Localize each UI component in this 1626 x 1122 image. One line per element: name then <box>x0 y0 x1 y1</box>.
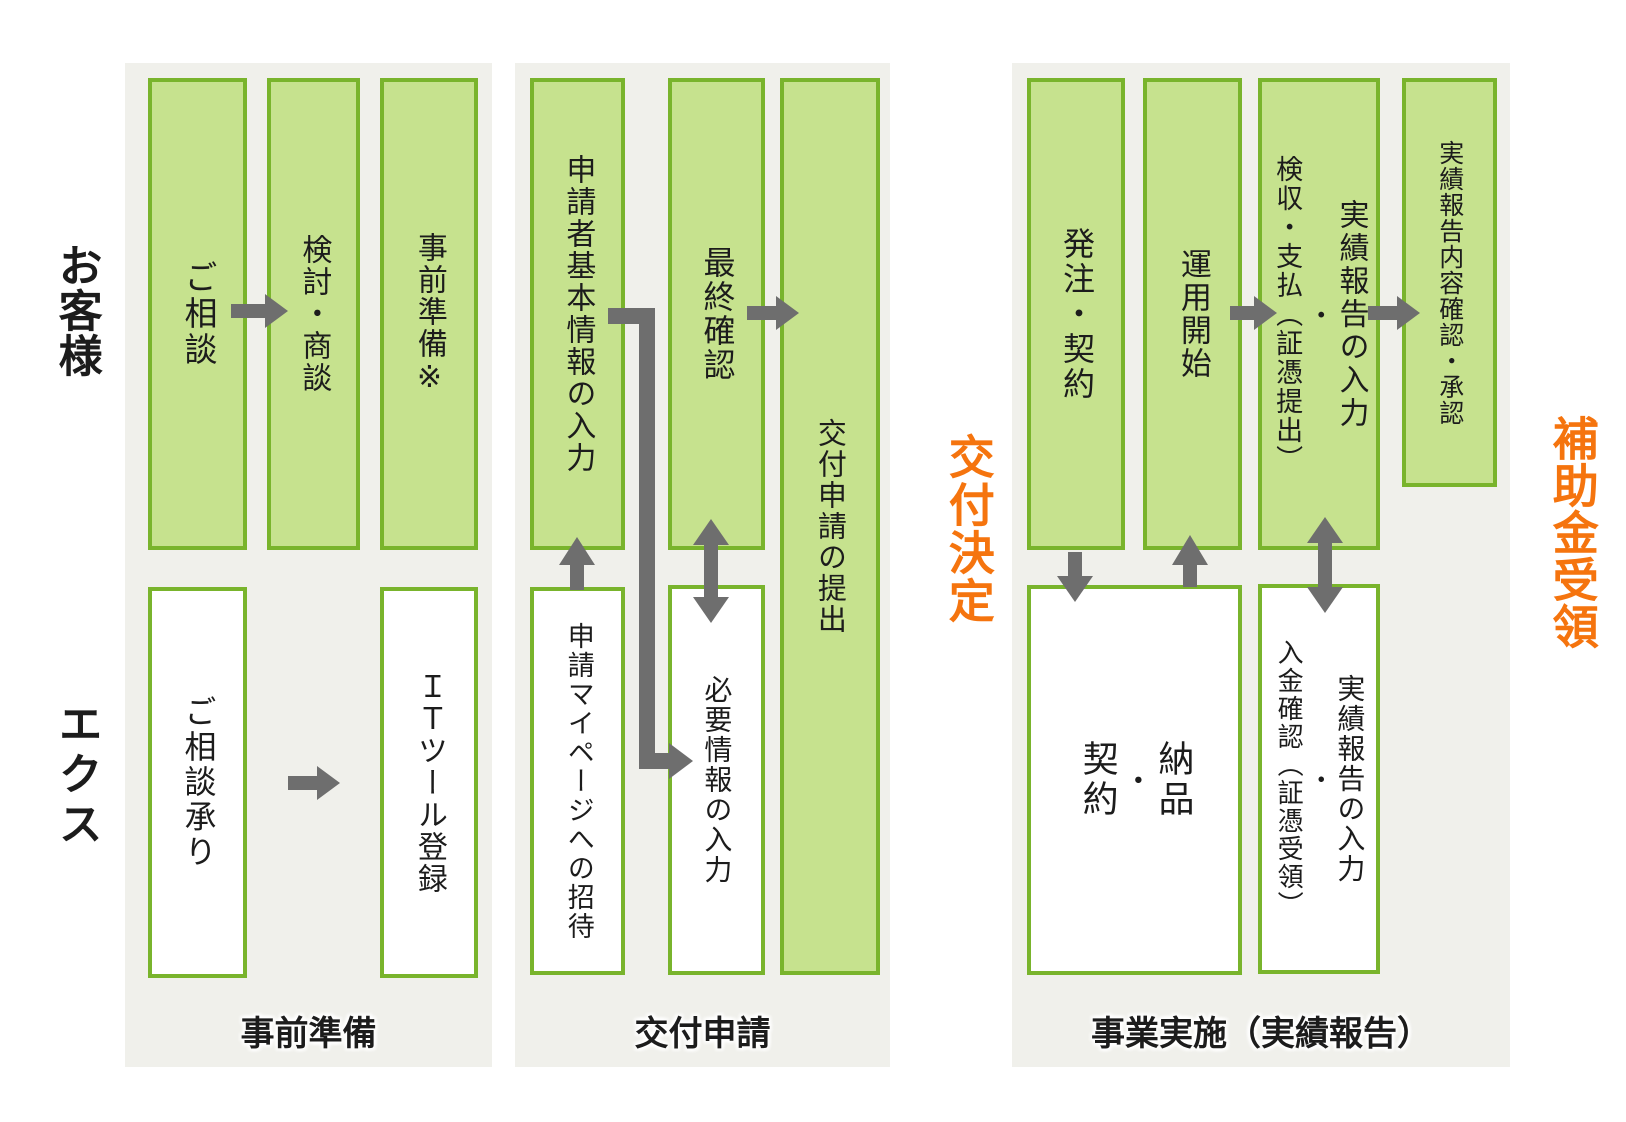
step-required-info-input: 必要情報の入力 <box>668 585 765 975</box>
milestone-subsidy-receipt: 補助金受領 <box>1545 415 1600 654</box>
step-mypage-invitation-label: 申請マイページへの招待 <box>562 621 594 941</box>
step-consultation: ご相談 <box>148 78 247 550</box>
step-mypage-invitation: 申請マイページへの招待 <box>530 587 625 975</box>
actor-customer-label: お客様 <box>50 243 102 382</box>
step-consultation-label: ご相談 <box>178 260 218 368</box>
step-submit-grant-application: 交付申請の提出 <box>780 78 880 975</box>
step-report-input-customer-label: 実績報告の入力 <box>1333 198 1369 430</box>
actor-customer-text: お客様 <box>50 243 102 378</box>
step-applicant-basic-info-label: 申請者基本情報の入力 <box>560 154 596 474</box>
step-report-confirm-approve: 実績報告内容確認・承認 <box>1402 78 1497 487</box>
step-payment-report-separator: ・ <box>1303 766 1334 792</box>
step-operation-start-label: 運用開始 <box>1174 248 1211 380</box>
step-inspection-payment-label: 検収・支払（証憑提出） <box>1271 154 1303 474</box>
step-required-info-input-label: 必要情報の入力 <box>700 675 734 885</box>
phase-label-preparation: 事前準備 <box>240 1014 377 1054</box>
milestone-grant-decision-text: 交付決定 <box>941 433 996 625</box>
step-it-tool-registration-label: ＩＴツール登録 <box>411 670 447 895</box>
step-final-confirmation-label: 最終確認 <box>698 246 737 382</box>
step-final-confirmation: 最終確認 <box>668 78 765 550</box>
milestone-subsidy-receipt-text: 補助金受領 <box>1545 415 1600 650</box>
step-payment-confirm-label: 入金確認（証憑受領） <box>1273 639 1304 919</box>
step-it-tool-registration: ＩＴツール登録 <box>380 587 478 978</box>
step-report-confirm-approve-label: 実績報告内容確認・承認 <box>1435 139 1465 426</box>
phase-label-grant-application: 交付申請 <box>634 1014 771 1054</box>
step-inspection-payment-report: 検収・支払（証憑提出） ・ 実績報告の入力 <box>1258 78 1380 550</box>
step-payment-confirm-report: 入金確認（証憑受領） ・ 実績報告の入力 <box>1258 584 1380 974</box>
milestone-grant-decision: 交付決定 <box>941 433 996 629</box>
actor-vendor-text: エクス <box>50 701 102 851</box>
step-review-negotiation-label: 検討・商談 <box>296 234 332 394</box>
step-inspection-payment-separator: ・ <box>1302 300 1334 328</box>
step-advance-preparation-label: 事前準備※ <box>411 231 447 397</box>
step-applicant-basic-info: 申請者基本情報の入力 <box>530 78 625 550</box>
step-delivery-label: 納品 <box>1152 740 1194 820</box>
step-consultation-accept-label: ご相談承り <box>179 695 218 870</box>
step-contract-label: 契約 <box>1076 740 1118 820</box>
actor-vendor-label: エクス <box>50 701 102 855</box>
step-contract-delivery: 契約 ・ 納品 <box>1027 585 1242 975</box>
step-submit-grant-application-label: 交付申請の提出 <box>813 418 848 635</box>
phase-label-implementation: 事業実施（実績報告） <box>1091 1014 1431 1054</box>
step-review-negotiation: 検討・商談 <box>267 78 360 550</box>
step-consultation-accept: ご相談承り <box>148 587 247 978</box>
step-operation-start: 運用開始 <box>1143 78 1242 550</box>
step-report-input-vendor-label: 実績報告の入力 <box>1333 674 1367 884</box>
step-order-contract: 発注・契約 <box>1027 78 1125 550</box>
step-contract-delivery-separator: ・ <box>1117 765 1153 795</box>
step-order-contract-label: 発注・契約 <box>1057 226 1096 402</box>
step-advance-preparation: 事前準備※ <box>380 78 478 550</box>
